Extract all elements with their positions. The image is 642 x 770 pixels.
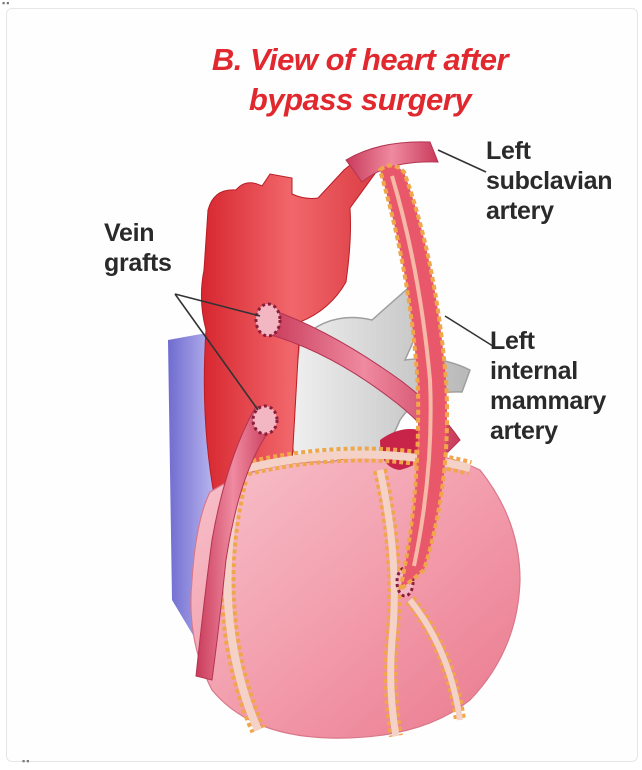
label-lima-line-1: Left [490,326,606,356]
label-left-subclavian-artery: Left subclavian artery [486,136,612,226]
label-vein-grafts-line-2: grafts [104,248,172,278]
label-vein-grafts: Vein grafts [104,218,172,278]
label-left-subclavian-line-1: Left [486,136,612,166]
label-left-internal-mammary-artery: Left internal mammary artery [490,326,606,446]
label-left-subclavian-line-2: subclavian [486,166,612,196]
label-lima-line-4: artery [490,416,606,446]
title-line-2: bypass surgery [150,80,570,120]
label-lima-line-2: internal [490,356,606,386]
title-line-1: B. View of heart after [150,40,570,80]
figure-title: B. View of heart after bypass surgery [150,40,570,120]
label-lima-line-3: mammary [490,386,606,416]
label-left-subclavian-line-3: artery [486,196,612,226]
label-vein-grafts-line-1: Vein [104,218,172,248]
